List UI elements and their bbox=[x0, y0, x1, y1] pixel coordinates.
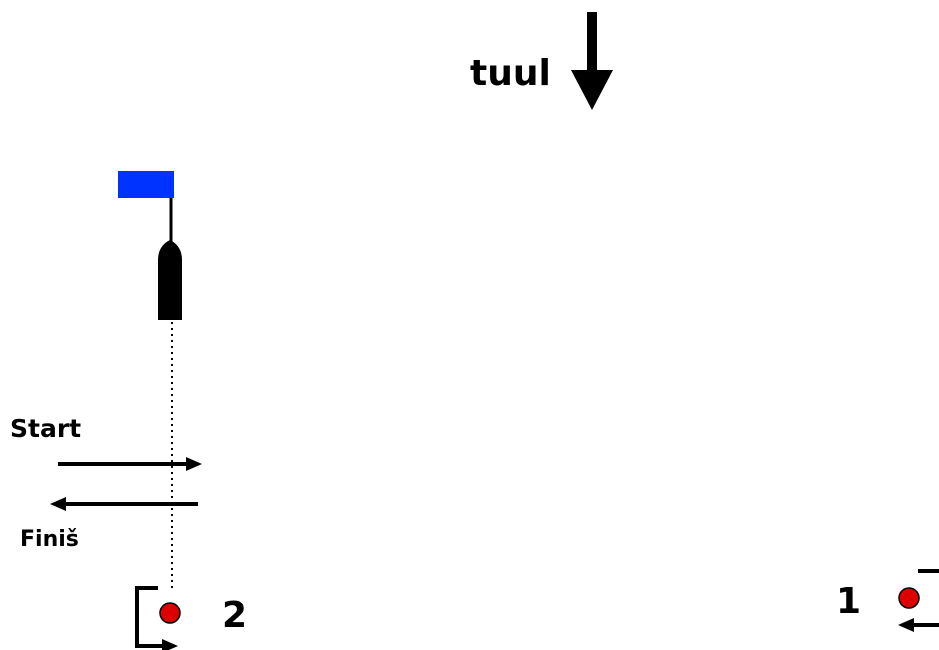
start-arrow-icon bbox=[58, 457, 202, 471]
finish-label: Finiš bbox=[20, 527, 79, 552]
mark-2-number: 2 bbox=[222, 595, 248, 636]
finish-arrow-icon bbox=[50, 497, 198, 511]
mark-1-buoy-icon bbox=[898, 587, 920, 609]
mark-1-number: 1 bbox=[836, 581, 862, 622]
wind-arrow-icon bbox=[571, 12, 613, 110]
mark-2-rounding-arrow-icon bbox=[135, 586, 178, 650]
wind-label: tuul bbox=[470, 53, 551, 94]
blue-flag-icon bbox=[118, 171, 174, 198]
mark-1-rounding-arrow-icon bbox=[898, 569, 939, 632]
start-label: Start bbox=[10, 414, 82, 443]
mark-2-buoy-icon bbox=[159, 602, 181, 624]
committee-boat-icon bbox=[118, 171, 182, 320]
